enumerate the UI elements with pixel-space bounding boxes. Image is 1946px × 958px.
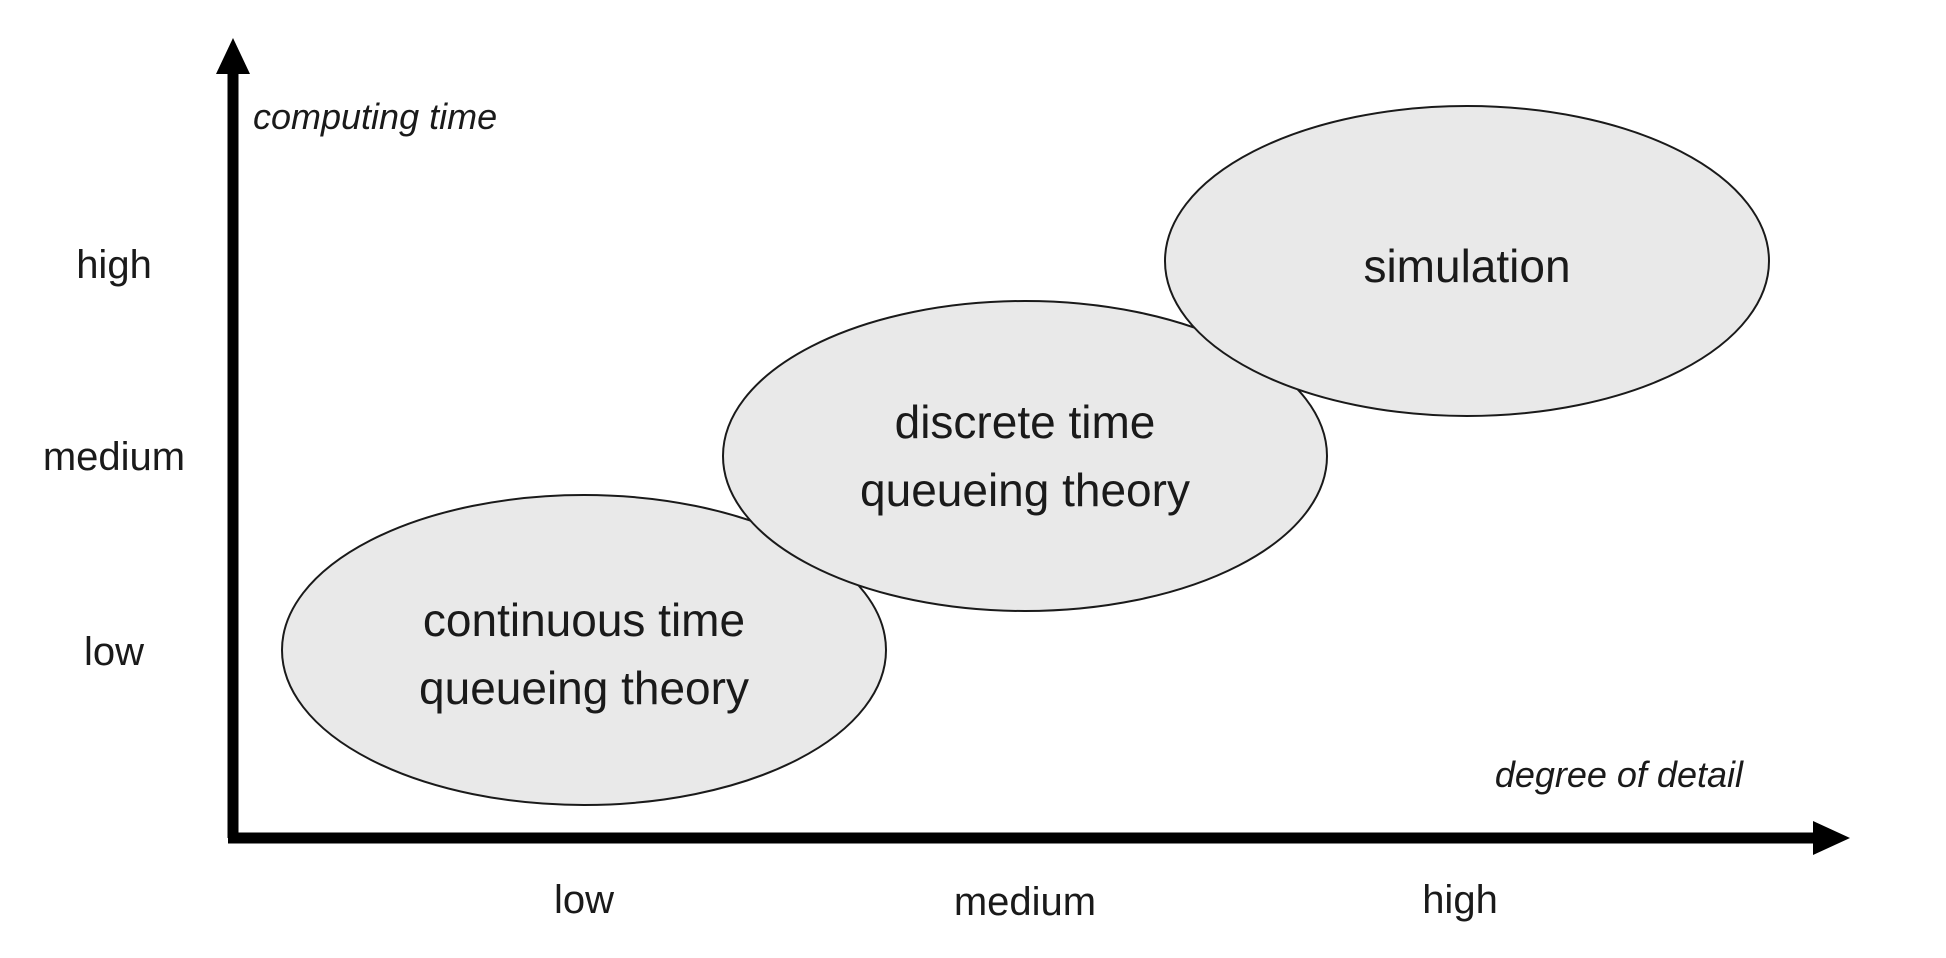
region-continuous-label-line-1: continuous time bbox=[423, 594, 745, 646]
x-tick-medium: medium bbox=[954, 880, 1096, 924]
region-simulation-ellipse bbox=[1164, 105, 1770, 417]
region-continuous: continuous time queueing theory bbox=[281, 494, 887, 806]
region-discrete: discrete time queueing theory bbox=[722, 300, 1328, 612]
y-tick-low: low bbox=[84, 630, 144, 674]
x-tick-high: high bbox=[1422, 878, 1498, 922]
region-discrete-label-line-2: queueing theory bbox=[860, 464, 1190, 516]
axes bbox=[216, 38, 1850, 855]
region-simulation-label: simulation bbox=[1363, 240, 1570, 292]
y-axis-arrowhead bbox=[216, 38, 250, 74]
region-simulation: simulation bbox=[1164, 105, 1770, 417]
region-continuous-label-line-2: queueing theory bbox=[419, 662, 749, 714]
x-axis-arrowhead bbox=[1813, 821, 1850, 855]
y-tick-medium: medium bbox=[43, 435, 185, 479]
region-discrete-ellipse bbox=[722, 300, 1328, 612]
region-continuous-ellipse bbox=[281, 494, 887, 806]
y-tick-high: high bbox=[76, 243, 152, 287]
x-axis-title: degree of detail bbox=[1495, 754, 1744, 795]
region-discrete-label-line-1: discrete time bbox=[895, 396, 1156, 448]
y-axis-title: computing time bbox=[253, 96, 497, 137]
x-tick-low: low bbox=[554, 878, 614, 922]
